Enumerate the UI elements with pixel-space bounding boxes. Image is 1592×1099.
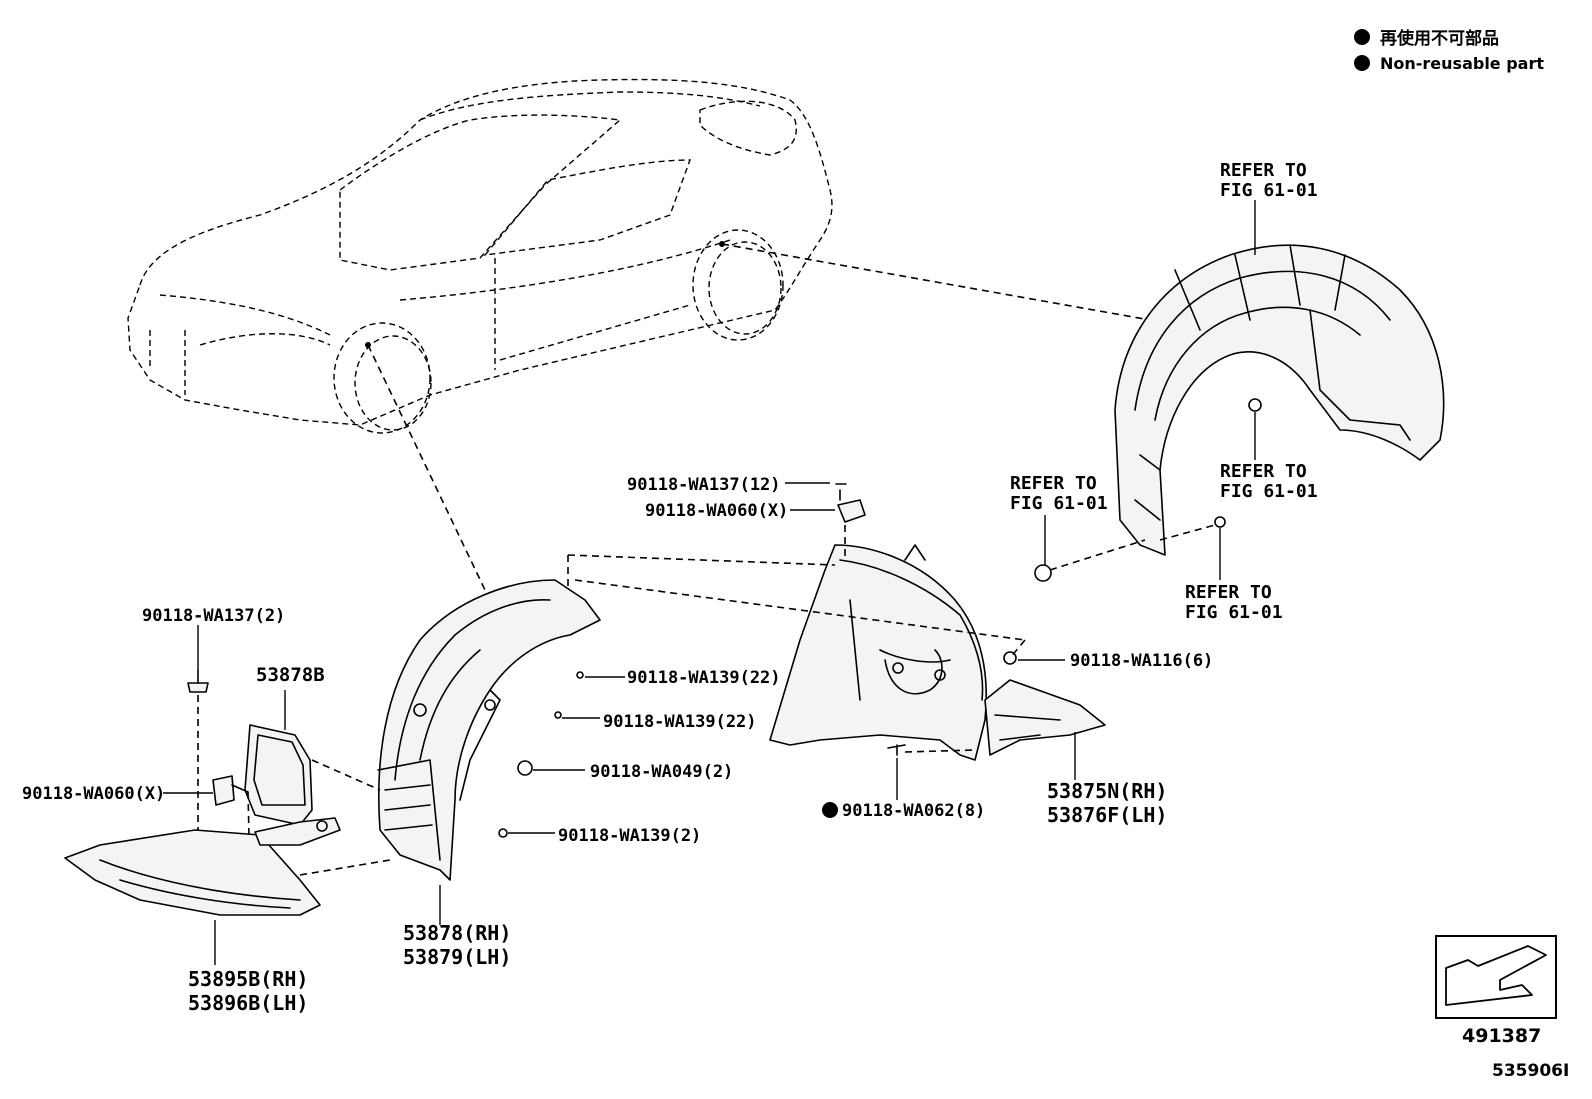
- box-number: 491387: [1462, 1025, 1541, 1047]
- label-wa137-2: 90118-WA137(2): [142, 606, 285, 626]
- label-wa137-12: 90118-WA137(12): [627, 475, 781, 495]
- seal-panel-53878b: [244, 724, 313, 826]
- ref-note-top: REFER TO FIG 61-01: [1220, 160, 1318, 201]
- label-wa062-8: 90118-WA062(8): [842, 801, 985, 821]
- under-cover-53895b: [64, 817, 341, 916]
- label-53875n: 53875N(RH): [1047, 779, 1167, 803]
- svg-text:FIG 61-01: FIG 61-01: [1185, 602, 1283, 623]
- non-reusable-dot-icon: [1354, 55, 1370, 71]
- front-fender-liner-center: [769, 483, 1106, 761]
- car-outline: [127, 78, 833, 434]
- label-wa139-2: 90118-WA139(2): [558, 826, 701, 846]
- rear-fender-liner: [1034, 244, 1445, 582]
- ref-note-lower: REFER TO FIG 61-01: [1185, 582, 1283, 623]
- label-wa049-2: 90118-WA049(2): [590, 762, 733, 782]
- svg-text:REFER TO: REFER TO: [1220, 160, 1307, 181]
- svg-text:FIG 61-01: FIG 61-01: [1220, 180, 1318, 201]
- svg-text:FIG 61-01: FIG 61-01: [1220, 481, 1318, 502]
- clip-wa060: [212, 775, 249, 806]
- part-labels: 90118-WA137(12) 90118-WA060(X) 90118-WA1…: [22, 475, 1213, 1015]
- legend-en: Non-reusable part: [1380, 54, 1544, 73]
- label-wa060-x-top: 90118-WA060(X): [645, 501, 788, 521]
- label-wa116-6: 90118-WA116(6): [1070, 651, 1213, 671]
- label-53878: 53878(RH): [403, 921, 511, 945]
- non-reusable-dot-icon: [1354, 29, 1370, 45]
- label-53879: 53879(LH): [403, 945, 511, 969]
- svg-text:REFER TO: REFER TO: [1010, 473, 1097, 494]
- non-reusable-dot-icon: [822, 802, 838, 818]
- ref-note-mid-left: REFER TO FIG 61-01: [1010, 473, 1108, 514]
- legend-jp: 再使用不可部品: [1380, 28, 1499, 49]
- bolt-wa137: [187, 669, 209, 693]
- label-53876f: 53876F(LH): [1047, 803, 1167, 827]
- label-53896b: 53896B(LH): [188, 991, 308, 1015]
- drawing-number: 535906I: [1492, 1061, 1569, 1081]
- svg-text:FIG 61-01: FIG 61-01: [1010, 493, 1108, 514]
- label-53878b: 53878B: [256, 664, 325, 686]
- svg-text:REFER TO: REFER TO: [1185, 582, 1272, 603]
- label-wa139-22-b: 90118-WA139(22): [603, 712, 757, 732]
- svg-text:REFER TO: REFER TO: [1220, 461, 1307, 482]
- legend: 再使用不可部品 Non-reusable part: [1354, 28, 1544, 73]
- ref-note-mid-right: REFER TO FIG 61-01: [1220, 461, 1318, 502]
- label-53895b: 53895B(RH): [188, 967, 308, 991]
- direction-arrow-icon: [1445, 945, 1547, 1006]
- front-fender-liner-left: [377, 579, 601, 881]
- reference-box: 491387: [1435, 935, 1557, 1047]
- label-wa139-22-a: 90118-WA139(22): [627, 668, 781, 688]
- label-wa060-x-left: 90118-WA060(X): [22, 784, 165, 804]
